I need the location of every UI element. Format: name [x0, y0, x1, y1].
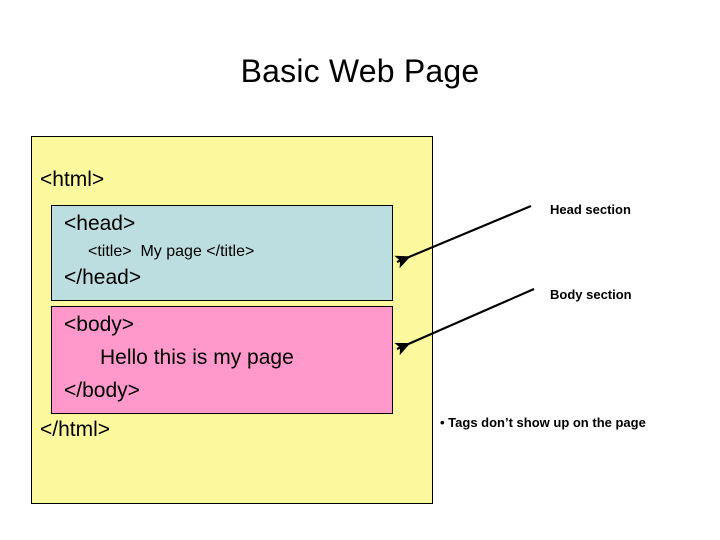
bullet-point-glyph: • — [440, 415, 445, 430]
code-line-html-close: </html> — [40, 418, 111, 441]
page-title: Basic Web Page — [240, 53, 480, 89]
body-element-box: <body> Hello this is my page </body> — [51, 306, 393, 414]
note-text: Tags don’t show up on the page — [444, 415, 646, 430]
callout-label-head-section: Head section — [550, 202, 631, 217]
code-line-body-text: Hello this is my page — [100, 346, 294, 369]
code-line-body-open: <body> — [64, 313, 135, 336]
code-line-html-open: <html> — [40, 168, 105, 191]
head-element-box: <head> <title> My page </title> </head> — [51, 205, 393, 301]
code-line-head-open: <head> — [64, 212, 136, 235]
code-line-body-close: </body> — [64, 379, 140, 402]
code-line-head-close: </head> — [64, 266, 142, 289]
callout-label-body-section: Body section — [550, 287, 632, 302]
code-line-title: <title> My page </title> — [88, 243, 255, 260]
html-element-box: <html> <head> <title> My page </title> <… — [31, 136, 433, 504]
note-tags-do-not-show: • Tags don’t show up on the page — [440, 413, 690, 432]
